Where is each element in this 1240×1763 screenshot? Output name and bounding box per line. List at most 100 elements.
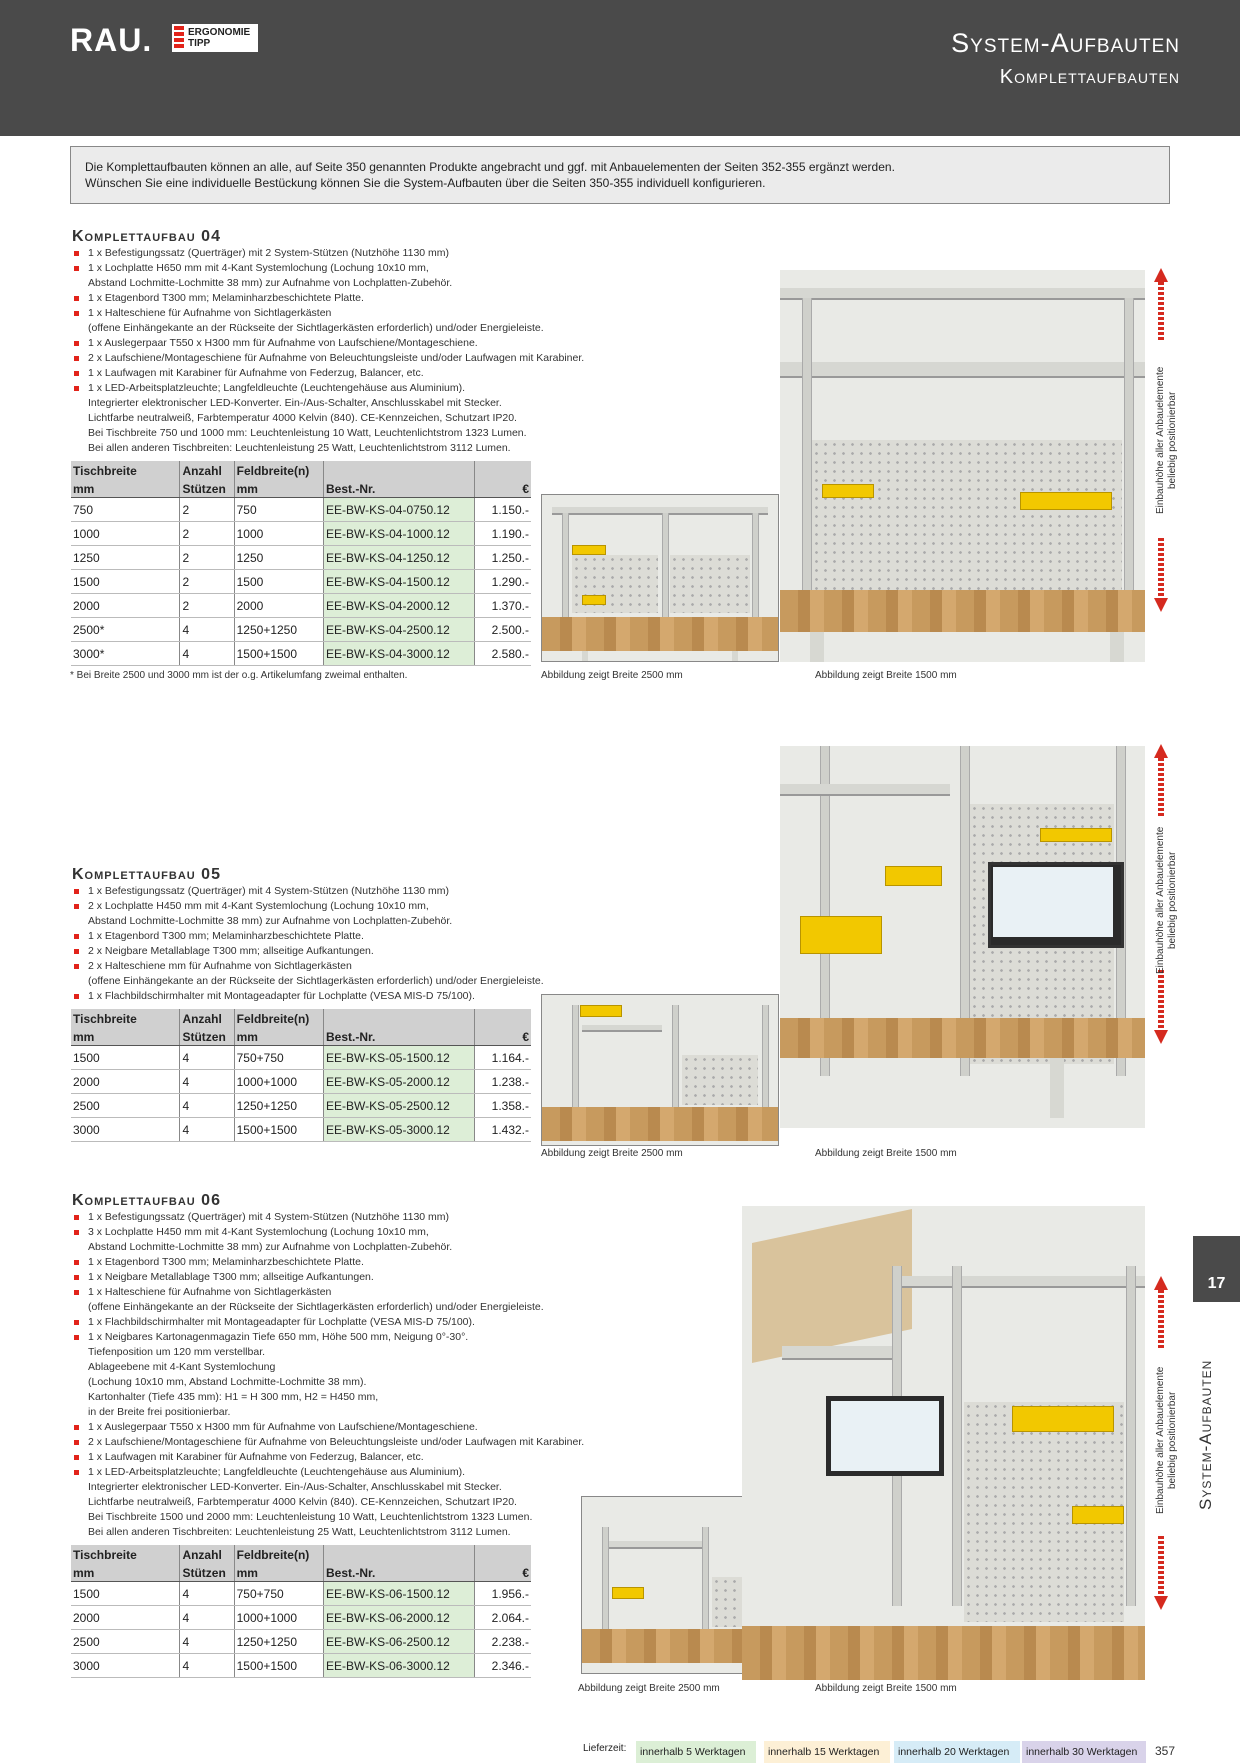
table-cell: 1.190.- [474,521,531,546]
chapter-tab: 17 [1193,1236,1240,1302]
feature-item: 1 x Laufwagen mit Karabiner für Aufnahme… [72,366,632,381]
table-cell: 750+750 [234,1045,325,1070]
height-arrow-icon [1154,1276,1168,1610]
feature-item: 1 x Halteschiene für Aufnahme von Sichtl… [72,306,632,321]
lead-time-badge: innerhalb 30 Werktagen [1022,1741,1146,1763]
table-cell: 4 [179,617,235,642]
table-cell: 2 [179,497,235,522]
product-image-small [541,994,779,1146]
table-cell: 1250+1250 [234,1093,325,1118]
feature-item: 2 x Lochplatte H450 mm mit 4-Kant System… [72,899,632,914]
table-cell: 1500 [71,1045,181,1070]
feature-item: Lichtfarbe neutralweiß, Farbtemperatur 4… [88,412,517,424]
table-cell: EE-BW-KS-05-3000.12 [323,1117,475,1142]
table-cell: EE-BW-KS-04-0750.12 [323,497,475,522]
feature-item: Bei allen anderen Tischbreiten: Leuchten… [88,1526,511,1538]
table-cell: 4 [179,1653,235,1678]
table-cell: 1500 [234,569,325,594]
table-cell: 750 [71,497,181,522]
feature-item: 1 x Etagenbord T300 mm; Melaminharzbesch… [72,1255,632,1270]
table-cell: EE-BW-KS-04-3000.12 [323,641,475,666]
feature-item: 1 x Auslegerpaar T550 x H300 mm für Aufn… [72,1420,632,1435]
feature-item: 1 x Flachbildschirmhalter mit Montageada… [72,989,632,1004]
table-cell: 1000 [71,521,181,546]
feature-item: 1 x Etagenbord T300 mm; Melaminharzbesch… [72,929,632,944]
table-cell: 1.956.- [474,1581,531,1606]
table-cell: 750+750 [234,1581,325,1606]
table-cell: 4 [179,1045,235,1070]
table-cell: 2500 [71,1629,181,1654]
table-cell: 1500 [71,569,181,594]
feature-item: 2 x Halteschiene mm für Aufnahme von Sic… [72,959,632,974]
feature-item: (Lochung 10x10 mm, Abstand Lochmitte-Loc… [88,1376,367,1388]
table-cell: 1250+1250 [234,1629,325,1654]
table-cell: 2.238.- [474,1629,531,1654]
lead-time-badge: innerhalb 5 Werktagen [636,1741,756,1763]
feature-item: Lichtfarbe neutralweiß, Farbtemperatur 4… [88,1496,517,1508]
table-cell: EE-BW-KS-06-1500.12 [323,1581,475,1606]
table-cell: 2.064.- [474,1605,531,1630]
feature-item: Tiefenposition um 120 mm verstellbar. [88,1346,266,1358]
lead-time-badge: innerhalb 15 Werktagen [764,1741,890,1763]
page-number: 357 [1155,1744,1176,1758]
image-caption: Abbildung zeigt Breite 2500 mm [541,670,683,681]
table-cell: 1.238.- [474,1069,531,1094]
page-subtitle: Komplettaufbauten [999,66,1180,88]
table-cell: EE-BW-KS-05-2000.12 [323,1069,475,1094]
intro-box: Die Komplettaufbauten können an alle, au… [70,146,1170,204]
product-image-large [742,1206,1145,1680]
table-cell: 4 [179,1117,235,1142]
table-cell: 4 [179,1629,235,1654]
feature-list: 1 x Befestigungssatz (Querträger) mit 2 … [72,246,632,456]
table-cell: EE-BW-KS-04-2000.12 [323,593,475,618]
feature-item: in der Breite frei positionierbar. [88,1406,231,1418]
table-cell: 1500+1500 [234,1653,325,1678]
lead-time-badge: innerhalb 20 Werktagen [894,1741,1020,1763]
image-caption: Abbildung zeigt Breite 2500 mm [541,1148,683,1159]
table-cell: 2500 [71,1093,181,1118]
table-cell: 1.250.- [474,545,531,570]
table-cell: 1250 [234,545,325,570]
table-cell: 2 [179,593,235,618]
table-cell: 1.432.- [474,1117,531,1142]
feature-item: 1 x Befestigungssatz (Querträger) mit 4 … [72,1210,632,1225]
lead-time-label: Lieferzeit: [583,1743,627,1754]
table-cell: EE-BW-KS-06-3000.12 [323,1653,475,1678]
feature-item: 2 x Neigbare Metallablage T300 mm; allse… [72,944,632,959]
table-cell: 4 [179,641,235,666]
table-cell: 1.358.- [474,1093,531,1118]
table-cell: EE-BW-KS-04-1250.12 [323,545,475,570]
table-cell: 4 [179,1605,235,1630]
table-cell: 2000 [234,593,325,618]
height-arrow-icon [1154,744,1168,1044]
section-title: Komplettaufbau 06 [72,1192,221,1209]
image-caption: Abbildung zeigt Breite 1500 mm [815,1148,957,1159]
page-header: RAU. ERGONOMIE TIPP System-Aufbauten Kom… [0,0,1240,136]
table-cell: 2.346.- [474,1653,531,1678]
table-cell: 1500+1500 [234,1117,325,1142]
feature-item: Abstand Lochmitte-Lochmitte 38 mm) zur A… [88,1241,453,1253]
feature-item: (offene Einhängekante an der Rückseite d… [88,1301,544,1313]
table-cell: EE-BW-KS-04-2500.12 [323,617,475,642]
table-cell: 2.500.- [474,617,531,642]
image-caption: Abbildung zeigt Breite 1500 mm [815,1683,957,1694]
product-image-large [780,746,1145,1128]
table-cell: 2000 [71,593,181,618]
feature-list: 1 x Befestigungssatz (Querträger) mit 4 … [72,1210,632,1540]
feature-item: 1 x LED-Arbeitsplatzleuchte; Langfeldleu… [72,381,632,396]
